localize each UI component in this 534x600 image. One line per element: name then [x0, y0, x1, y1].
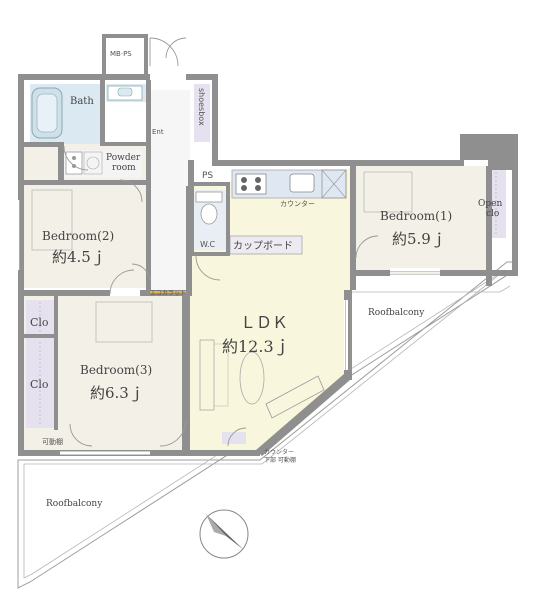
- dining-table-icon: [239, 351, 265, 405]
- counter-lower-label-1: カウンター: [264, 448, 294, 456]
- powder-label: Powder: [106, 153, 141, 163]
- clo-lower-label: Clo: [30, 378, 49, 391]
- open-clo-label-1: Open: [478, 199, 502, 209]
- bedroom3-label: Bedroom(3): [80, 363, 152, 377]
- ps-label: PS: [202, 171, 213, 181]
- labels: MB·PS Bath Ent shoesbox Powder room PS W…: [30, 50, 502, 509]
- toilet-tank-icon: [195, 191, 223, 203]
- bed2-icon: [31, 189, 73, 251]
- bedroom1-size: 約5.9ｊ: [392, 230, 446, 248]
- roofbalcony-right-label: Roofbalcony: [368, 308, 425, 318]
- counter-lower-label-2: 下部 可動棚: [264, 456, 296, 464]
- roofbalcony-bottom-label: Roofbalcony: [46, 499, 103, 509]
- counter-label: カウンター: [280, 199, 315, 208]
- bath-label: Bath: [70, 96, 94, 107]
- ent-label: Ent: [152, 128, 164, 136]
- eco-carat-label: エコカラット: [150, 290, 186, 297]
- bed3-icon: [95, 301, 153, 343]
- toilet-icon: [200, 203, 218, 225]
- north-arrow-icon: [199, 509, 249, 559]
- stove-icon: [235, 173, 267, 195]
- tv-board-icon: [265, 375, 325, 419]
- fixtures: [31, 85, 497, 426]
- bedroom2-size: 約4.5ｊ: [52, 248, 106, 266]
- windows: [16, 200, 440, 455]
- wc-label: W.C: [200, 240, 216, 249]
- movable-shelf-label: 可動棚: [42, 437, 63, 446]
- doors: [63, 37, 379, 447]
- mbps-label: MB·PS: [110, 50, 132, 58]
- shoesbox-area: [194, 84, 210, 142]
- bedroom2-label: Bedroom(2): [42, 229, 114, 243]
- roof-balcony-right: [350, 285, 511, 293]
- bedroom3-size: 約6.3ｊ: [90, 384, 144, 402]
- clo-upper-label: Clo: [30, 316, 49, 329]
- bedroom1-label: Bedroom(1): [380, 209, 452, 223]
- open-clo-label-2: clo: [486, 209, 499, 219]
- ldk-label: ＬＤＫ: [240, 313, 288, 332]
- ldk-size: 約12.3ｊ: [222, 337, 290, 356]
- powder-sink-icon: [65, 151, 83, 175]
- walls: [18, 34, 518, 456]
- shoesbox-label: shoesbox: [197, 88, 206, 126]
- bed1-icon: [363, 171, 413, 213]
- cupboard-label: カップボード: [233, 240, 293, 252]
- sink-icon: [289, 173, 315, 193]
- closet-upper: [26, 300, 54, 334]
- fridge-space: [321, 169, 347, 199]
- powder-room-label: room: [112, 163, 136, 173]
